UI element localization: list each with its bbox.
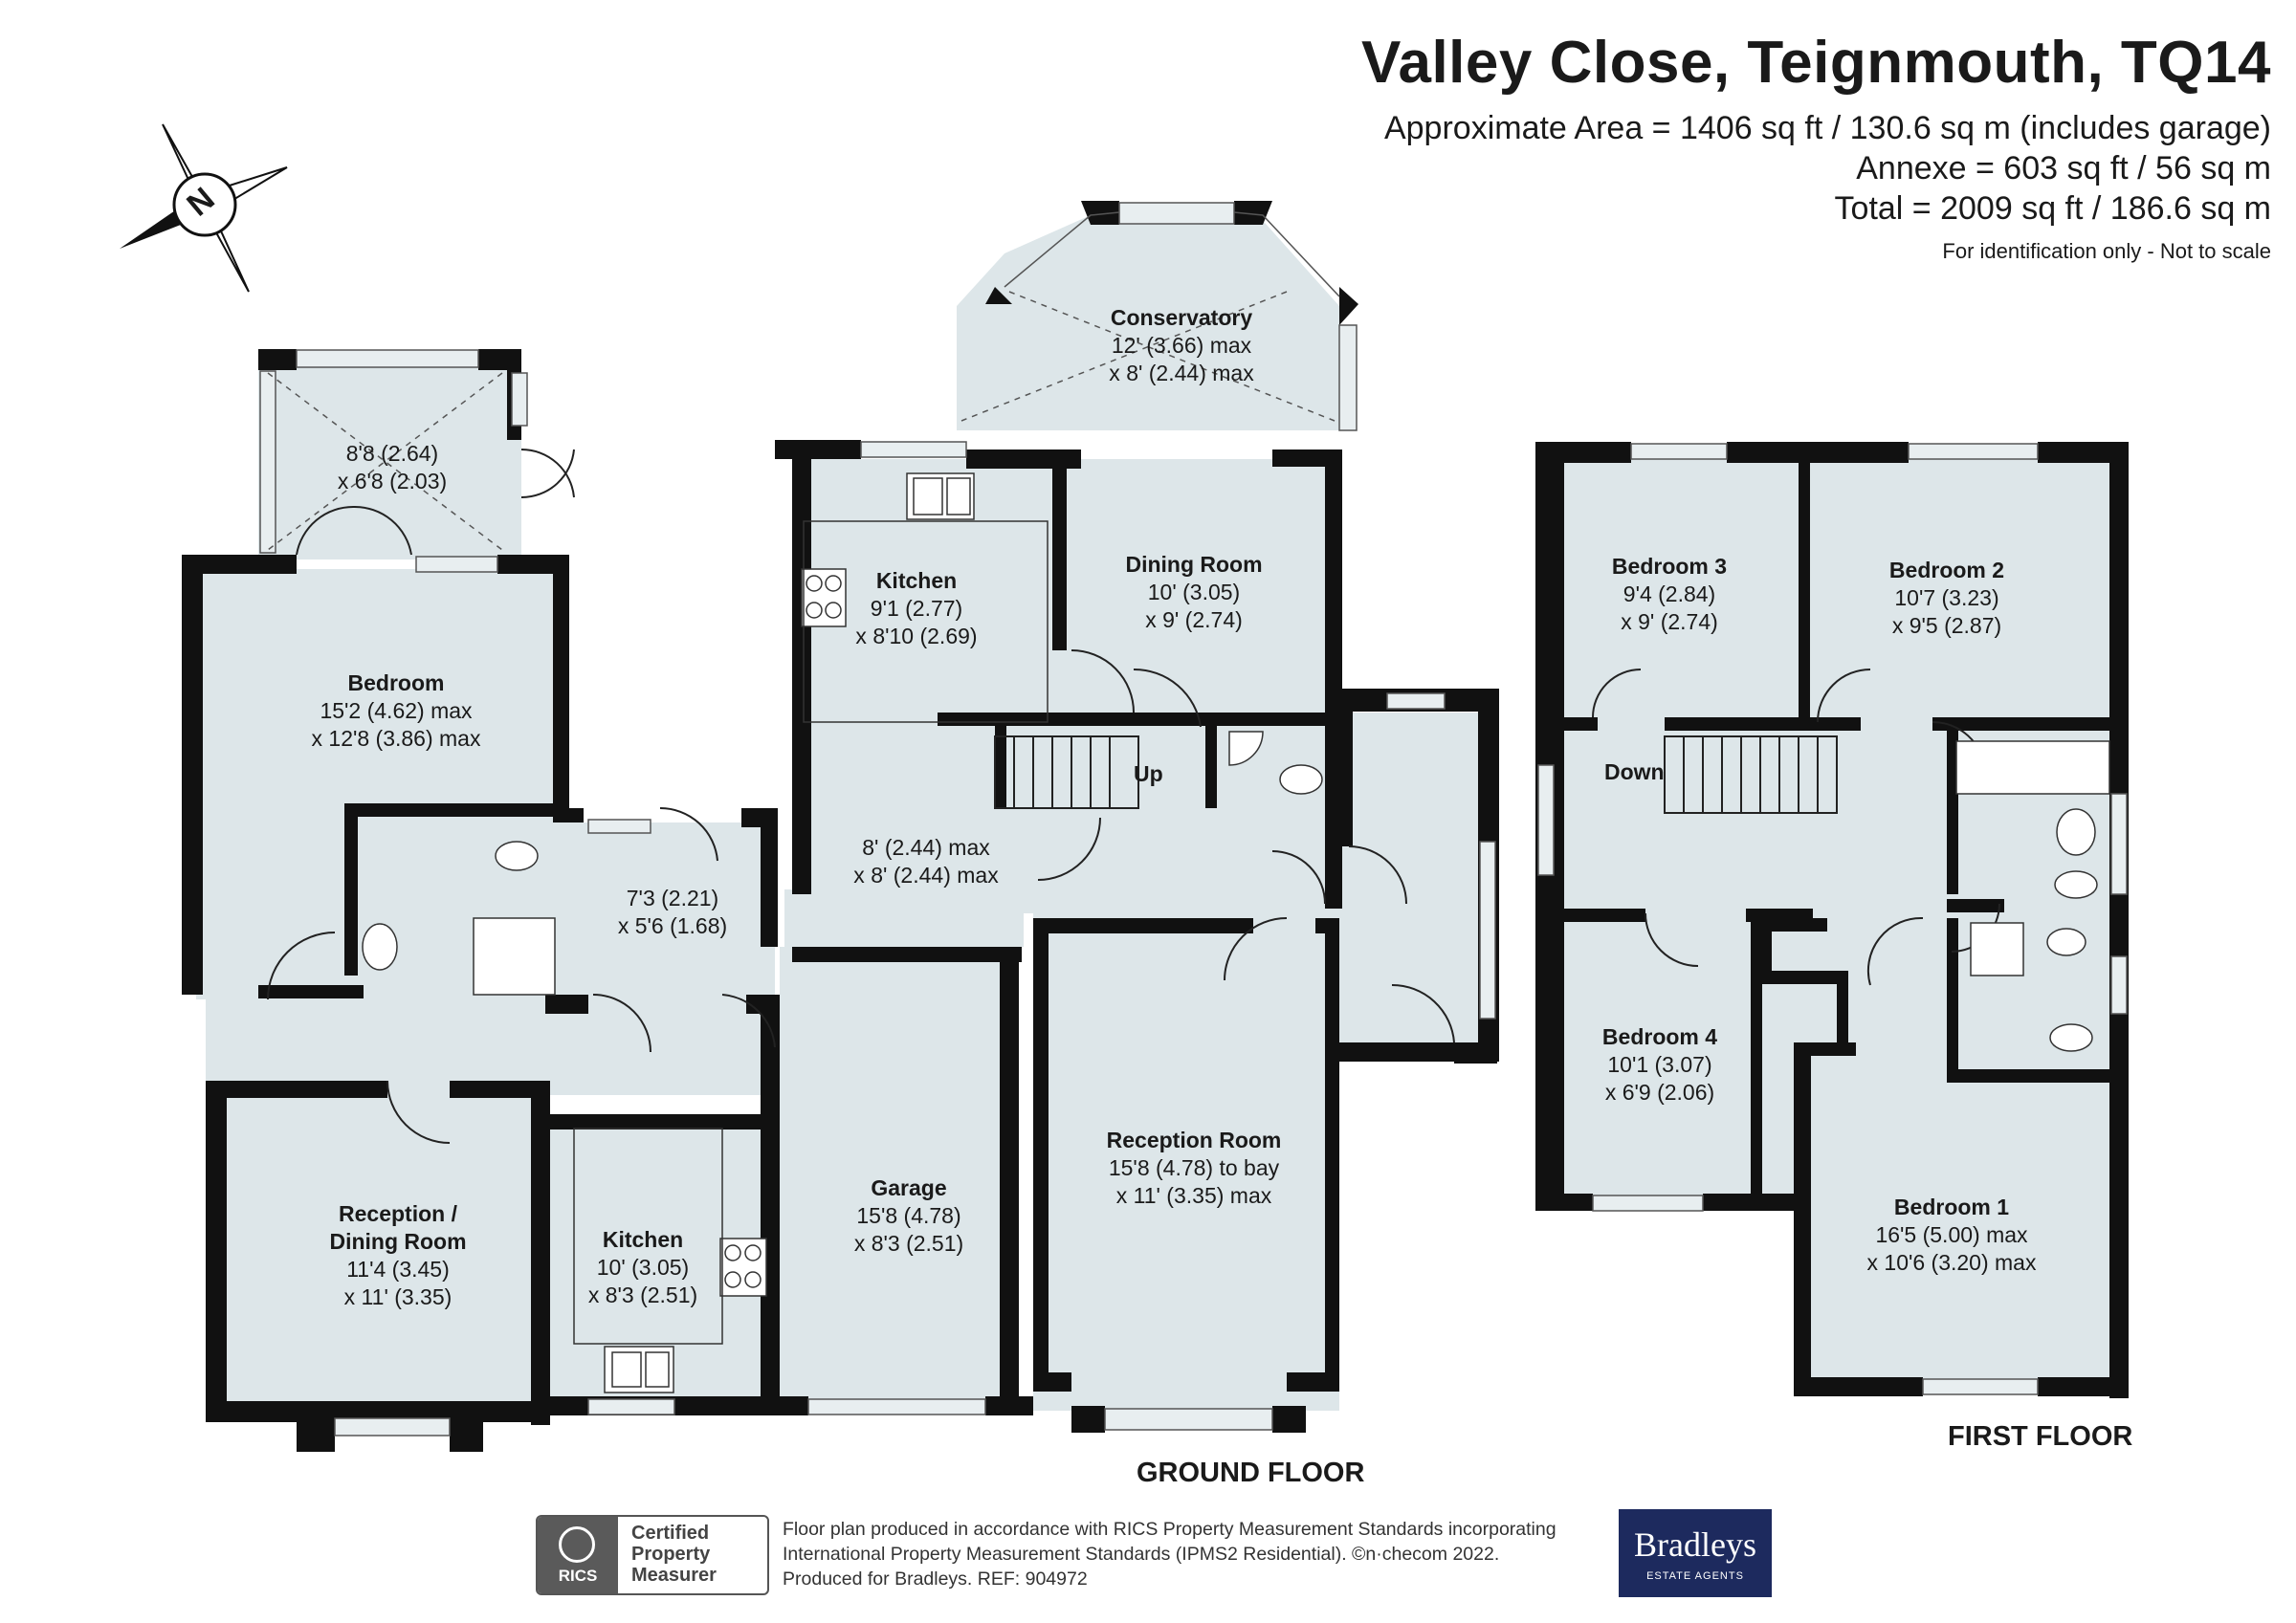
stairs-up-label: Up bbox=[1134, 761, 1163, 786]
room-kitchen-main: Kitchen 9'1 (2.77) x 8'10 (2.69) bbox=[855, 567, 977, 650]
disclaimer-text: For identification only - Not to scale bbox=[1942, 239, 2271, 263]
room-name: Bedroom 3 bbox=[1611, 554, 1728, 579]
room-dim: 10'7 (3.23) bbox=[1894, 585, 1999, 610]
room-dim: 12' (3.66) max bbox=[1111, 333, 1252, 358]
room-dim: 10'1 (3.07) bbox=[1607, 1052, 1712, 1077]
footer-line: Floor plan produced in accordance with R… bbox=[783, 1519, 1556, 1540]
room-annexe-bedroom: Bedroom 15'2 (4.62) max x 12'8 (3.86) ma… bbox=[312, 669, 481, 753]
room-name: Bedroom bbox=[347, 670, 445, 695]
room-dim: x 9'5 (2.87) bbox=[1891, 613, 2002, 638]
room-annexe-lobby: 7'3 (2.21) x 5'6 (1.68) bbox=[618, 885, 727, 940]
brand-subtitle: ESTATE AGENTS bbox=[1646, 1570, 1744, 1582]
conservatory-glazing bbox=[267, 211, 1340, 551]
total-area-text: Total = 2009 sq ft / 186.6 sq m bbox=[1834, 190, 2271, 227]
room-dim: x 9' (2.74) bbox=[1621, 609, 1718, 634]
footer-note: Floor plan produced in accordance with R… bbox=[783, 1517, 1556, 1591]
fixtures bbox=[362, 472, 2110, 1393]
bradleys-logo: Bradleys ESTATE AGENTS bbox=[1619, 1509, 1772, 1597]
room-dim: 15'8 (4.78) to bay bbox=[1108, 1155, 1280, 1180]
rics-certified-badge: RICS Certified Property Measurer bbox=[536, 1515, 769, 1595]
room-dim: x 6'8 (2.03) bbox=[337, 469, 448, 493]
room-dim: 8'8 (2.64) bbox=[345, 441, 439, 466]
room-name: Kitchen bbox=[602, 1227, 684, 1252]
room-dim: 7'3 (2.21) bbox=[626, 886, 719, 910]
room-dim: 9'1 (2.77) bbox=[870, 596, 963, 621]
ground-floor-fill bbox=[792, 215, 1492, 1411]
room-name: Conservatory bbox=[1110, 305, 1253, 330]
room-bedroom-2: Bedroom 2 10'7 (3.23) x 9'5 (2.87) bbox=[1889, 557, 2004, 640]
room-dining-room: Dining Room 10' (3.05) x 9' (2.74) bbox=[1125, 551, 1262, 634]
room-dim: 16'5 (5.00) max bbox=[1875, 1222, 2028, 1247]
room-dim: 11'4 (3.45) bbox=[346, 1257, 450, 1282]
page-title: Valley Close, Teignmouth, TQ14 bbox=[1361, 30, 2271, 96]
ground-floor-label: GROUND FLOOR bbox=[1137, 1458, 1365, 1488]
room-dim: x 11' (3.35) bbox=[343, 1284, 453, 1309]
room-dim: 10' (3.05) bbox=[596, 1255, 690, 1280]
rics-badge-text: Certified Property Measurer bbox=[631, 1523, 717, 1586]
approximate-area-text: Approximate Area = 1406 sq ft / 130.6 sq… bbox=[1383, 110, 2271, 146]
windows bbox=[259, 202, 2128, 1437]
room-dim: x 12'8 (3.86) max bbox=[311, 726, 481, 751]
annexe-area-text: Annexe = 603 sq ft / 56 sq m bbox=[1856, 150, 2271, 186]
rics-badge-line: Certified bbox=[631, 1523, 710, 1544]
footer-line: International Property Measurement Stand… bbox=[783, 1544, 1500, 1565]
room-dim: x 8' (2.44) max bbox=[853, 863, 999, 888]
rics-badge-line: Measurer bbox=[631, 1565, 717, 1586]
room-name: Reception / bbox=[339, 1201, 457, 1226]
room-reception-dining: Reception / Dining Room 11'4 (3.45) x 11… bbox=[329, 1200, 466, 1311]
annexe-walls bbox=[182, 349, 1033, 1452]
room-annexe-porch: 8'8 (2.64) x 6'8 (2.03) bbox=[338, 440, 447, 495]
stairs-down-label: Down bbox=[1604, 759, 1665, 784]
room-dim: x 8'10 (2.69) bbox=[855, 624, 978, 648]
compass-north-icon bbox=[120, 123, 288, 293]
room-name: Reception Room bbox=[1106, 1128, 1282, 1152]
rics-badge-line: Property bbox=[631, 1544, 711, 1565]
room-annexe-kitchen: Kitchen 10' (3.05) x 8'3 (2.51) bbox=[588, 1226, 697, 1309]
footer-line: Produced for Bradleys. REF: 904972 bbox=[783, 1568, 1088, 1590]
room-conservatory: Conservatory 12' (3.66) max x 8' (2.44) … bbox=[1109, 304, 1253, 387]
rics-seal-icon bbox=[559, 1526, 595, 1563]
room-dim: x 8' (2.44) max bbox=[1109, 361, 1254, 385]
room-name: Bedroom 1 bbox=[1893, 1195, 2010, 1219]
room-dim: 10' (3.05) bbox=[1147, 580, 1241, 604]
room-name: Dining Room bbox=[1125, 552, 1263, 577]
room-dim: x 11' (3.35) max bbox=[1115, 1183, 1272, 1208]
room-dim: x 8'3 (2.51) bbox=[853, 1231, 964, 1256]
room-bedroom-3: Bedroom 3 9'4 (2.84) x 9' (2.74) bbox=[1612, 553, 1727, 636]
room-dim: 8' (2.44) max bbox=[862, 835, 990, 860]
room-name: Bedroom 4 bbox=[1601, 1024, 1718, 1049]
room-dim: x 9' (2.74) bbox=[1145, 607, 1243, 632]
room-utility: 8' (2.44) max x 8' (2.44) max bbox=[853, 834, 998, 889]
room-garage: Garage 15'8 (4.78) x 8'3 (2.51) bbox=[854, 1174, 963, 1258]
room-dim: x 5'6 (1.68) bbox=[617, 913, 728, 938]
room-bedroom-4: Bedroom 4 10'1 (3.07) x 6'9 (2.06) bbox=[1602, 1023, 1717, 1107]
room-bedroom-1: Bedroom 1 16'5 (5.00) max x 10'6 (3.20) … bbox=[1867, 1194, 2037, 1277]
room-name: Kitchen bbox=[875, 568, 958, 593]
rics-word: RICS bbox=[558, 1567, 598, 1585]
stairs bbox=[994, 735, 1838, 814]
room-name: Dining Room bbox=[329, 1229, 467, 1254]
room-dim: x 8'3 (2.51) bbox=[587, 1283, 698, 1307]
room-name: Bedroom 2 bbox=[1888, 558, 2005, 582]
room-reception-room: Reception Room 15'8 (4.78) to bay x 11' … bbox=[1107, 1127, 1282, 1210]
brand-name: Bradleys bbox=[1634, 1525, 1756, 1564]
room-name: Garage bbox=[871, 1175, 947, 1200]
room-dim: 15'2 (4.62) max bbox=[320, 698, 473, 723]
room-dim: x 10'6 (3.20) max bbox=[1866, 1250, 2037, 1275]
rics-logo: RICS bbox=[538, 1517, 618, 1593]
first-floor-label: FIRST FLOOR bbox=[1948, 1421, 2133, 1452]
room-dim: 15'8 (4.78) bbox=[856, 1203, 961, 1228]
room-dim: x 6'9 (2.06) bbox=[1604, 1080, 1715, 1105]
room-dim: 9'4 (2.84) bbox=[1623, 581, 1716, 606]
